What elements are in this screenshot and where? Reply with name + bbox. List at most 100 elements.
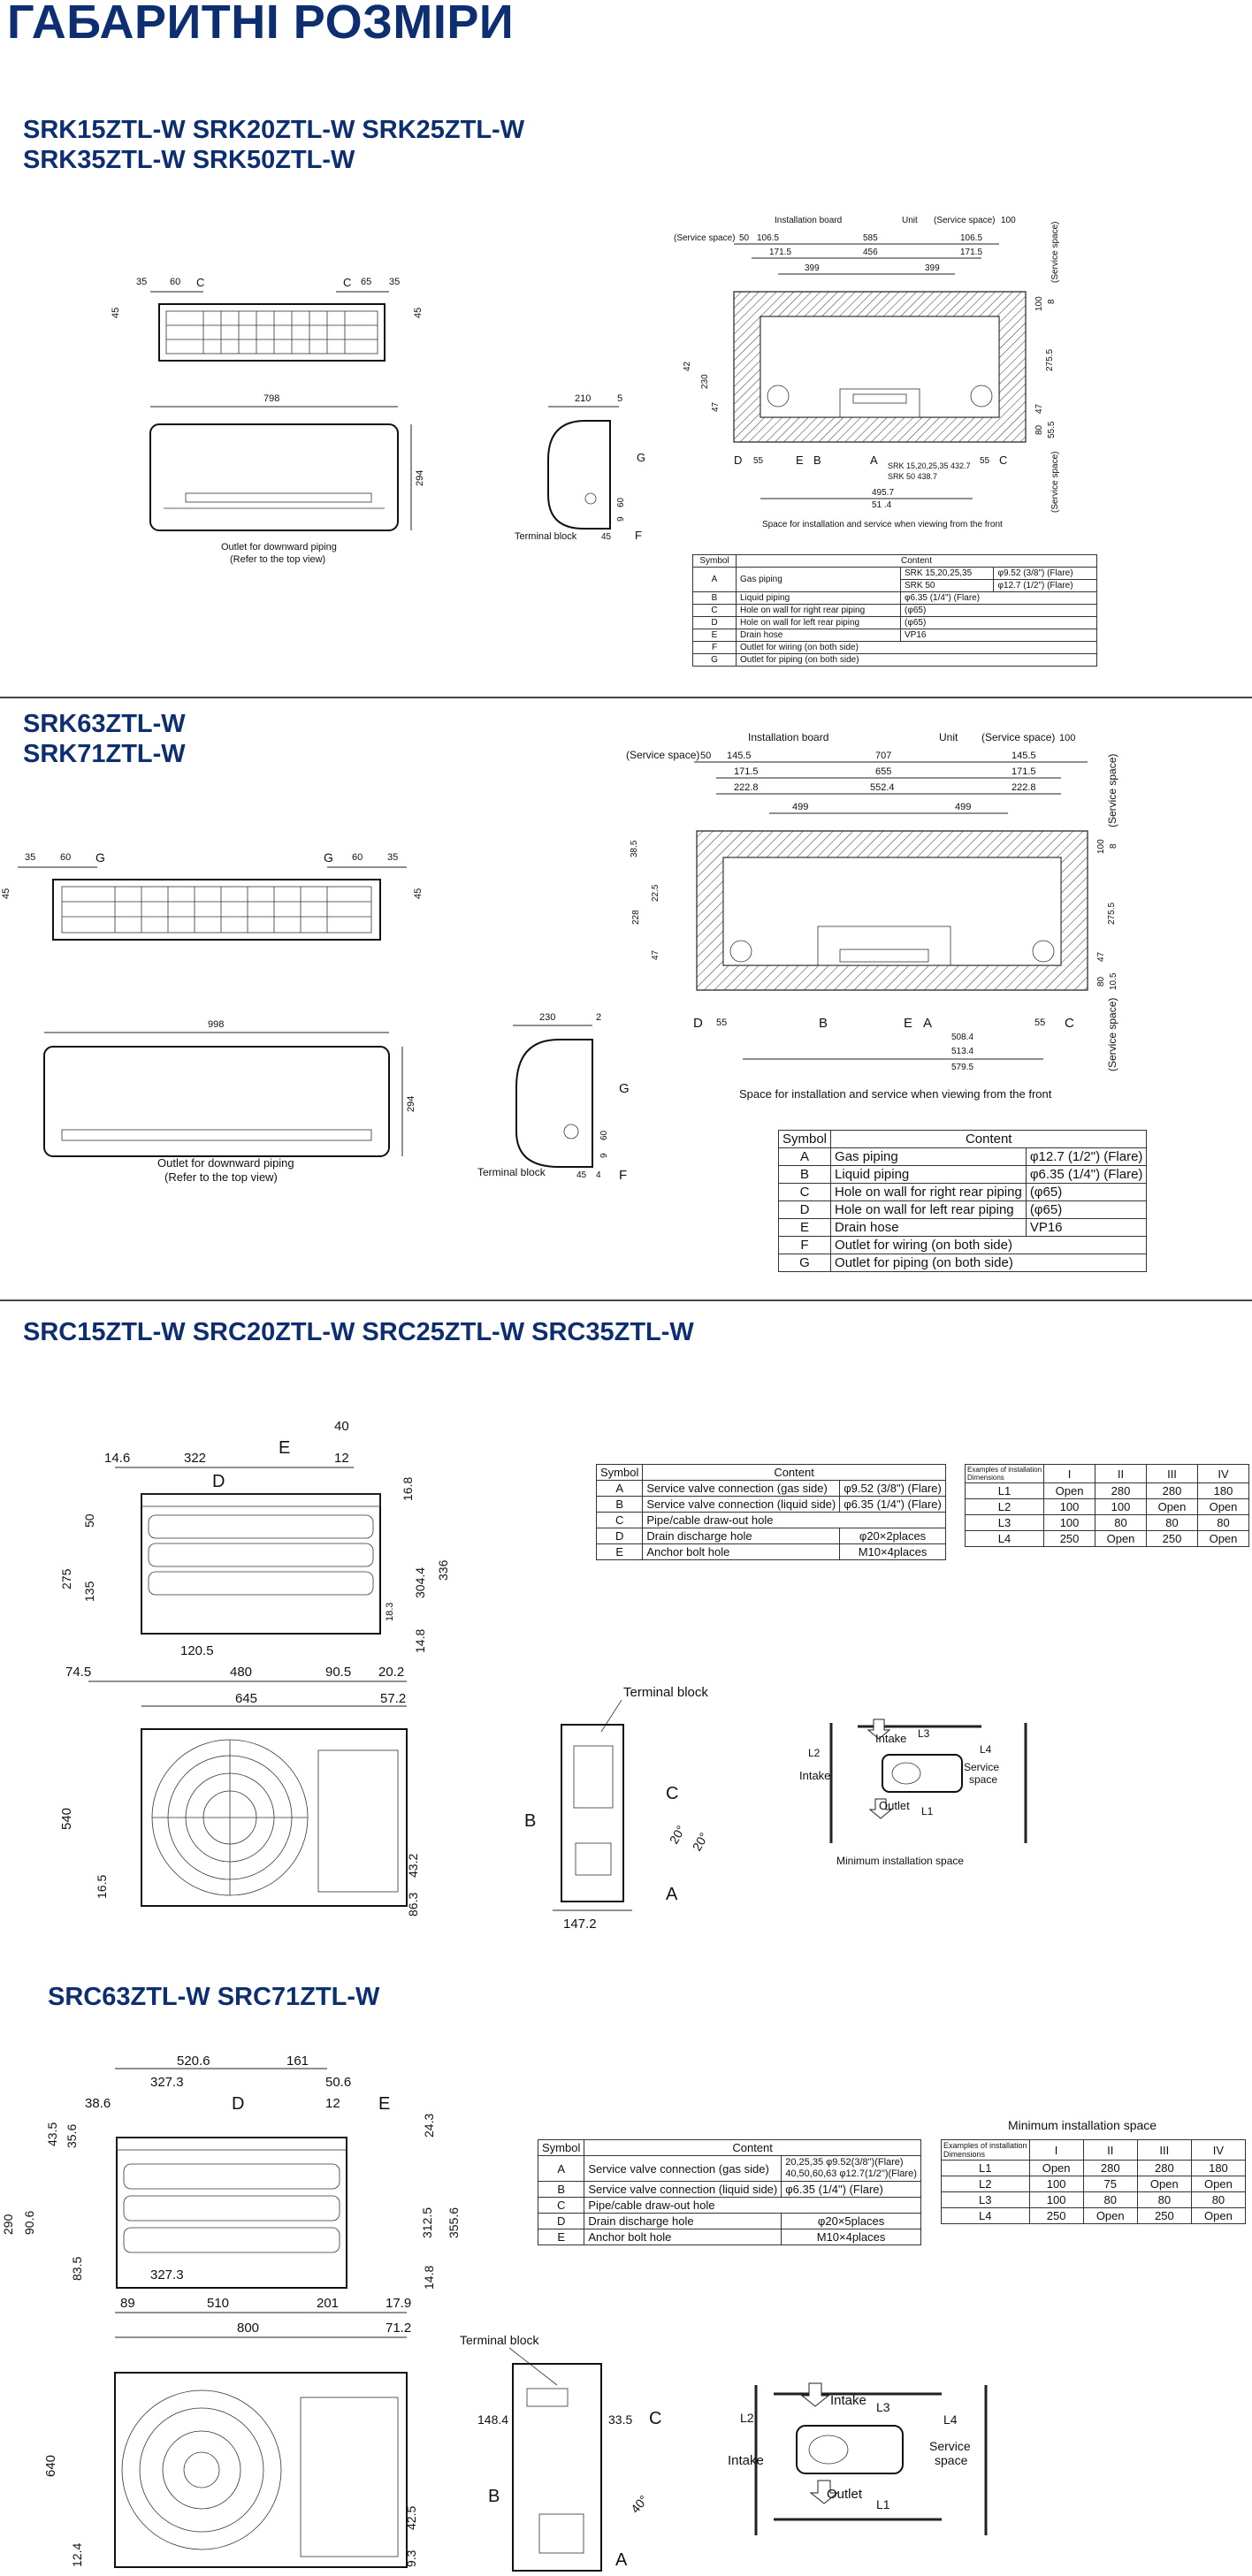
models-s2-line2: SRK71ZTL-W bbox=[23, 740, 186, 768]
s1-dim-5: 5 bbox=[617, 393, 622, 404]
s2-installation-board: Installation board bbox=[748, 731, 828, 743]
s4-d1-k: L2 bbox=[941, 2176, 1030, 2192]
s1-r0-sub: SRK 15,20,25,35 bbox=[899, 567, 995, 580]
s2-r2-val: (φ65) bbox=[1025, 1183, 1148, 1201]
s2-dim-45l: 45 bbox=[1, 888, 11, 899]
s1-plan-view: Installation board Unit (Service space) … bbox=[674, 216, 1060, 530]
s2-outlet-line2: (Refer to the top view) bbox=[164, 1170, 278, 1184]
s3-d2-k: L3 bbox=[964, 1514, 1045, 1531]
s3-d2-v0: 100 bbox=[1043, 1514, 1096, 1531]
s2-dim-1455a: 145.5 bbox=[727, 751, 752, 761]
s1-dim-1715a: 171.5 bbox=[769, 248, 791, 257]
s2-dim-60l: 60 bbox=[60, 852, 71, 863]
s2-r6-sym: G bbox=[777, 1254, 832, 1272]
s1-service-right2: (Service space) bbox=[1050, 452, 1060, 513]
s1-r4-name: Hole on wall for left rear piping bbox=[736, 616, 901, 629]
s1-v555: 55.5 bbox=[1047, 421, 1057, 438]
s3-col-1: II bbox=[1095, 1464, 1148, 1483]
s4-r0-val1: 20,25,35 φ9.52(3/8")(Flare) bbox=[785, 2157, 904, 2168]
s1-side-view: 210 5 G F Terminal block 45 9 60 bbox=[515, 393, 645, 542]
s4-angle-40: 40° bbox=[628, 2492, 651, 2516]
s1-dim-210: 210 bbox=[575, 393, 591, 404]
s2-r0-name: Gas piping bbox=[830, 1147, 1027, 1166]
s1-r2-sym: B bbox=[692, 591, 737, 605]
s3-r0-val: φ9.52 (3/8") (Flare) bbox=[839, 1480, 946, 1497]
s4-space-diagram: Intake Intake Outlet Service space L1 L2… bbox=[728, 2382, 988, 2535]
s4-r0-val2: 40,50,60,63 φ12.7(1/2")(Flare) bbox=[785, 2168, 917, 2179]
s1-dim-399a: 399 bbox=[805, 263, 820, 273]
s4-d1-v1: 75 bbox=[1082, 2176, 1138, 2192]
s4-dim-5206: 520.6 bbox=[177, 2054, 210, 2069]
s3-angle-20a: 20° bbox=[667, 1823, 688, 1846]
s2-r3-val: (φ65) bbox=[1025, 1200, 1148, 1219]
s4-dim-179: 17.9 bbox=[386, 2296, 411, 2311]
s1-r3-name: Hole on wall for right rear piping bbox=[736, 604, 901, 617]
s4-side-view: Terminal block 148.4 33.5 C B A 40° bbox=[460, 2333, 661, 2572]
s3-dim-146: 14.6 bbox=[104, 1451, 130, 1466]
s2-r1-name: Liquid piping bbox=[830, 1165, 1027, 1184]
s1-r2-sub: φ6.35 (1/4") (Flare) bbox=[900, 591, 1097, 605]
s2-dim-998: 998 bbox=[208, 1019, 224, 1030]
s2-r2-name: Hole on wall for right rear piping bbox=[830, 1183, 1027, 1201]
models-s1-line1: SRK15ZTL-W SRK20ZTL-W SRK25ZTL-W bbox=[23, 116, 525, 144]
s2-dim-1455b: 145.5 bbox=[1012, 751, 1036, 761]
s4-dim-12: 12 bbox=[325, 2096, 340, 2111]
s1-label-a: A bbox=[870, 453, 878, 467]
s4-d1-v3: Open bbox=[1190, 2176, 1247, 2192]
s1-dim-45l: 45 bbox=[111, 308, 121, 318]
s3-r1-sym: B bbox=[595, 1496, 644, 1513]
s4-label-a: A bbox=[615, 2550, 628, 2570]
s1-dim-9: 9 bbox=[616, 516, 626, 522]
s4-top-view: 520.6 161 327.3 50.6 38.6 D 12 E 43.5 35… bbox=[1, 2054, 461, 2338]
s4-label-e: E bbox=[378, 2094, 390, 2114]
s2-terminal: Terminal block bbox=[477, 1166, 546, 1178]
s1-r5-name: Drain hose bbox=[736, 629, 901, 642]
s4-col-1: II bbox=[1082, 2139, 1138, 2161]
s1-r1-sub: SRK 50 bbox=[899, 579, 995, 592]
s2-dim-60: 60 bbox=[599, 1130, 609, 1140]
s3-r2-sym: C bbox=[595, 1512, 644, 1528]
s3-dim-148: 14.8 bbox=[413, 1629, 427, 1653]
s4-d0-v0: Open bbox=[1028, 2160, 1084, 2176]
s4-label-d: D bbox=[232, 2094, 244, 2114]
s3-label-c: C bbox=[666, 1784, 678, 1803]
s3-label-d: D bbox=[212, 1472, 225, 1491]
s3-d3-k: L4 bbox=[964, 1530, 1045, 1547]
s4-dim-435: 43.5 bbox=[45, 2123, 59, 2146]
separator-1 bbox=[0, 697, 1252, 698]
s4-intake-top: Intake bbox=[830, 2393, 866, 2408]
s1-r1-val: φ12.7 (1/2") (Flare) bbox=[993, 579, 1097, 592]
s1-dim-60l: 60 bbox=[170, 277, 180, 287]
models-s4: SRC63ZTL-W SRC71ZTL-W bbox=[48, 1983, 380, 2011]
s1-outlet-line1: Outlet for downward piping bbox=[221, 542, 337, 553]
s4-d2-v2: 80 bbox=[1136, 2191, 1192, 2208]
s2-dim-d50: 50 bbox=[700, 751, 711, 761]
s3-dim-322: 322 bbox=[184, 1451, 206, 1466]
s4-col-3: IV bbox=[1190, 2139, 1247, 2161]
s3-d1-v3: Open bbox=[1197, 1498, 1249, 1515]
s2-th-symbol: Symbol bbox=[777, 1130, 832, 1148]
s2-dim-35l: 35 bbox=[25, 852, 35, 863]
s4-d0-k: L1 bbox=[941, 2160, 1030, 2176]
s2-dim-707: 707 bbox=[875, 751, 891, 761]
s4-space: space bbox=[935, 2453, 968, 2467]
s1-v47: 47 bbox=[711, 401, 721, 412]
s1-r0-val: φ9.52 (3/8") (Flare) bbox=[993, 567, 1097, 580]
s2-dim-5134: 513.4 bbox=[951, 1047, 973, 1056]
s1-plan-caption: Space for installation and service when … bbox=[762, 520, 1003, 530]
s4-d3-v1: Open bbox=[1082, 2207, 1138, 2224]
s4-r4-sym: E bbox=[537, 2229, 585, 2245]
s2-label-d: D bbox=[693, 1016, 703, 1031]
s4-col-2: III bbox=[1136, 2139, 1192, 2161]
s2-th-content: Content bbox=[830, 1130, 1148, 1148]
s3-l4: L4 bbox=[980, 1743, 992, 1756]
s4-dim-93: 9.3 bbox=[404, 2549, 418, 2567]
s2-service-right2: (Service space) bbox=[1106, 998, 1118, 1071]
s2-side-view: 230 2 G F Terminal block 45 4 9 60 bbox=[477, 1012, 630, 1183]
s2-r3-sym: D bbox=[777, 1200, 832, 1219]
s3-d1-v2: Open bbox=[1146, 1498, 1198, 1515]
s2-label-a: A bbox=[923, 1016, 932, 1031]
s2-service-top: (Service space) bbox=[981, 731, 1055, 743]
s4-intake-left: Intake bbox=[728, 2453, 764, 2468]
s2-dim-5524: 552.4 bbox=[870, 782, 895, 793]
